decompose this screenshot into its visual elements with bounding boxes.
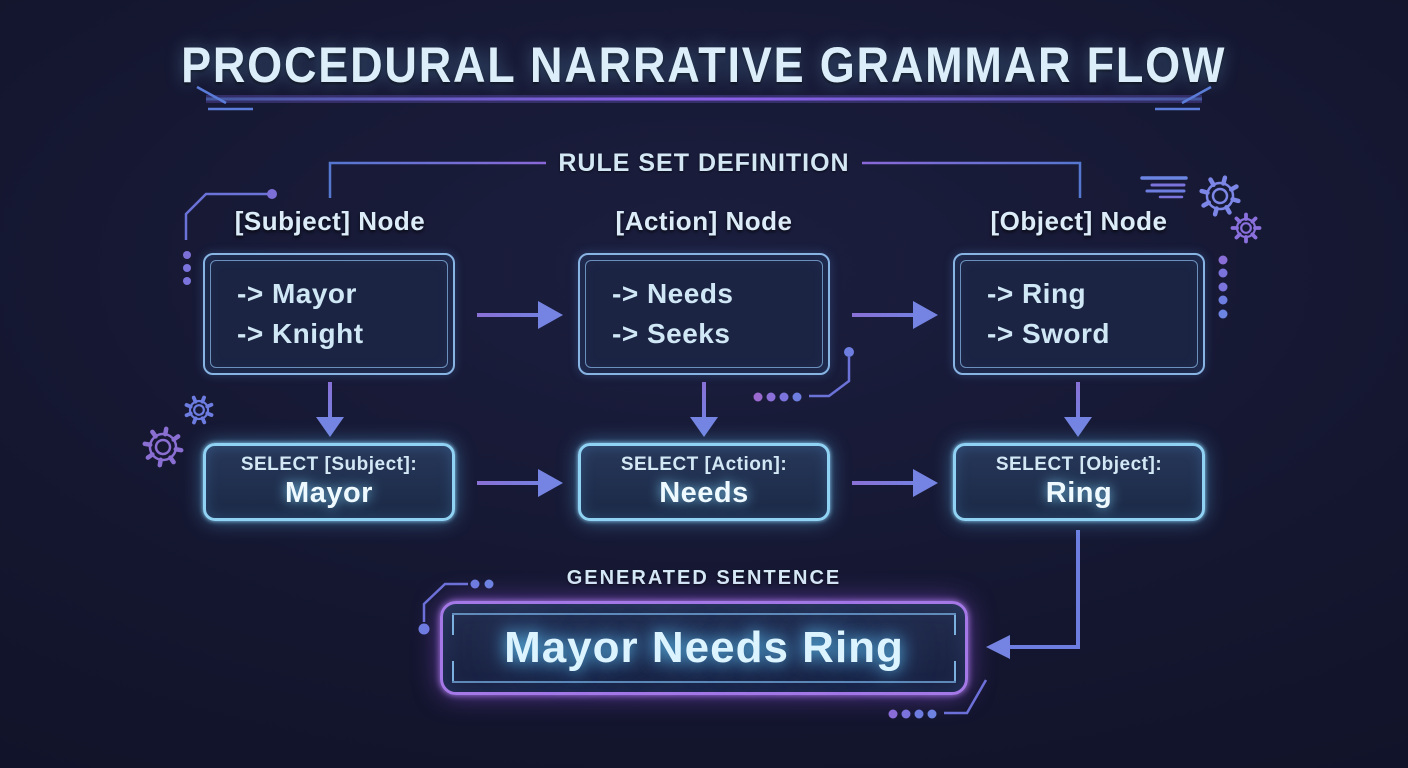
select-subject-value: Mayor — [285, 477, 373, 509]
option-line: -> Seeks — [612, 317, 731, 349]
subject-node-box: -> Mayor -> Knight — [203, 253, 455, 375]
option-line: -> Ring — [987, 277, 1087, 309]
arrow-action-down — [690, 382, 718, 437]
generated-sentence-text: Mayor Needs Ring — [504, 623, 904, 672]
option-line: -> Needs — [612, 277, 734, 309]
option-line: -> Knight — [237, 317, 364, 349]
select-action-box: SELECT [Action]: Needs — [578, 443, 830, 521]
arrow-object-down — [1064, 382, 1092, 437]
node-label-subject: [Subject] Node — [234, 206, 426, 236]
select-subject-label: SELECT [Subject]: — [240, 454, 418, 475]
arrow-subject-down — [316, 382, 344, 437]
option-line: -> Sword — [987, 317, 1111, 349]
gear-icon — [1230, 212, 1262, 244]
arrow-action-to-object — [852, 301, 938, 329]
generated-sentence-box: Mayor Needs Ring — [440, 601, 968, 695]
gear-icon — [184, 395, 214, 425]
arrow-subject-to-action — [477, 301, 563, 329]
corner-bracket — [452, 615, 454, 635]
corner-bracket — [954, 615, 956, 635]
select-object-box: SELECT [Object]: Ring — [953, 443, 1205, 521]
arrow-select-subject-to-action — [477, 469, 563, 497]
select-object-value: Ring — [1045, 477, 1113, 509]
node-label-action: [Action] Node — [615, 206, 793, 236]
arrow-object-to-sentence — [986, 530, 1080, 659]
select-object-label: SELECT [Object]: — [995, 454, 1163, 475]
title-bar: PROCEDURAL NARRATIVE GRAMMAR FLOW — [0, 36, 1408, 94]
generated-heading: GENERATED SENTENCE — [566, 567, 842, 589]
ruleset-heading: RULE SET DEFINITION — [558, 149, 850, 177]
select-action-label: SELECT [Action]: — [620, 454, 788, 475]
speed-lines-icon — [1140, 176, 1188, 199]
corner-bracket — [452, 661, 454, 681]
action-node-options: -> Needs -> Seeks — [585, 260, 823, 368]
page-title: PROCEDURAL NARRATIVE GRAMMAR FLOW — [181, 37, 1227, 93]
arrow-select-action-to-object — [852, 469, 938, 497]
select-action-value: Needs — [659, 477, 749, 509]
dot-cluster-object — [1218, 255, 1228, 319]
object-node-options: -> Ring -> Sword — [960, 260, 1198, 368]
object-node-box: -> Ring -> Sword — [953, 253, 1205, 375]
option-line: -> Mayor — [237, 277, 357, 309]
generated-inner-frame — [452, 613, 956, 683]
subject-node-options: -> Mayor -> Knight — [210, 260, 448, 368]
action-node-box: -> Needs -> Seeks — [578, 253, 830, 375]
gear-icon — [142, 426, 184, 468]
node-label-object: [Object] Node — [990, 206, 1168, 236]
corner-bracket — [954, 661, 956, 681]
select-subject-box: SELECT [Subject]: Mayor — [203, 443, 455, 521]
